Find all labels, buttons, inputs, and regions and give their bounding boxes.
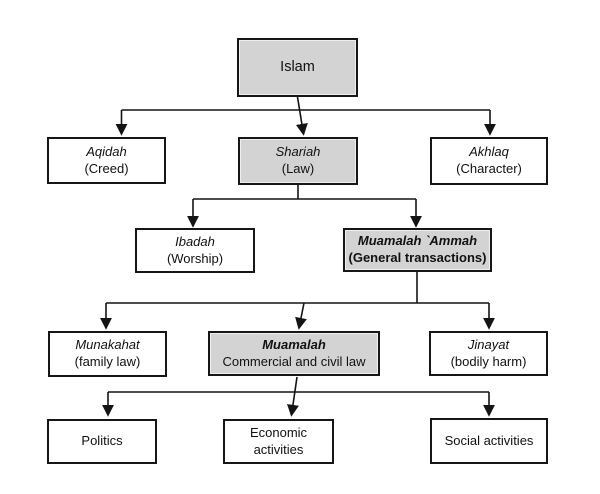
node-social-label: Social activities: [444, 432, 534, 448]
node-muamalah-name: Muamalah: [262, 336, 326, 352]
node-akhlaq-gloss: (Character): [456, 161, 522, 176]
node-economic-line2: activities: [253, 441, 304, 457]
node-ibadah-name: Ibadah: [175, 233, 215, 249]
node-munakahat-name: Munakahat: [75, 337, 140, 353]
node-shariah-name: Shariah: [275, 144, 321, 160]
node-jinayat-name: Jinayat: [467, 336, 510, 352]
node-aqidah-name: Aqidah: [86, 143, 127, 159]
node-jinayat-gloss: (bodily harm): [450, 353, 527, 369]
node-ibadah-gloss: (Worship): [166, 250, 224, 266]
node-aqidah: Aqidah (Creed): [47, 137, 166, 184]
node-jinayat: Jinayat (bodily harm): [429, 331, 548, 376]
node-munakahat: Munakahat (family law): [48, 331, 167, 377]
node-social-activities: Social activities: [430, 418, 548, 464]
node-muamalah: Muamalah Commercial and civil law: [208, 331, 380, 376]
node-ibadah: Ibadah (Worship): [135, 228, 255, 273]
node-economic-line1: Economic: [249, 424, 308, 440]
node-akhlaq: Akhlaq (Character): [430, 137, 548, 185]
node-politics: Politics: [47, 419, 157, 464]
connector-islam-children: [115, 96, 496, 136]
node-politics-label: Politics: [81, 433, 123, 449]
node-munakahat-gloss: (family law): [74, 354, 141, 369]
node-shariah-gloss: (Law): [281, 161, 315, 176]
node-muamalah-gloss: Commercial and civil law: [222, 353, 366, 369]
connector-muamalah-ammah-children: [100, 272, 495, 330]
node-muamalah-ammah-name: Muamalah `Ammah: [357, 233, 478, 249]
node-aqidah-gloss: (Creed): [84, 160, 129, 176]
connector-shariah-children: [187, 185, 422, 228]
connector-muamalah-children: [102, 376, 495, 417]
node-economic-activities: Economic activities: [223, 419, 334, 464]
node-islam-label: Islam: [280, 59, 315, 76]
node-shariah: Shariah (Law): [238, 137, 358, 185]
node-muamalah-ammah: Muamalah `Ammah (General transactions): [343, 228, 492, 272]
node-islam: Islam: [237, 38, 358, 97]
node-muamalah-ammah-gloss: (General transactions): [348, 250, 487, 265]
node-akhlaq-name: Akhlaq: [469, 144, 509, 160]
